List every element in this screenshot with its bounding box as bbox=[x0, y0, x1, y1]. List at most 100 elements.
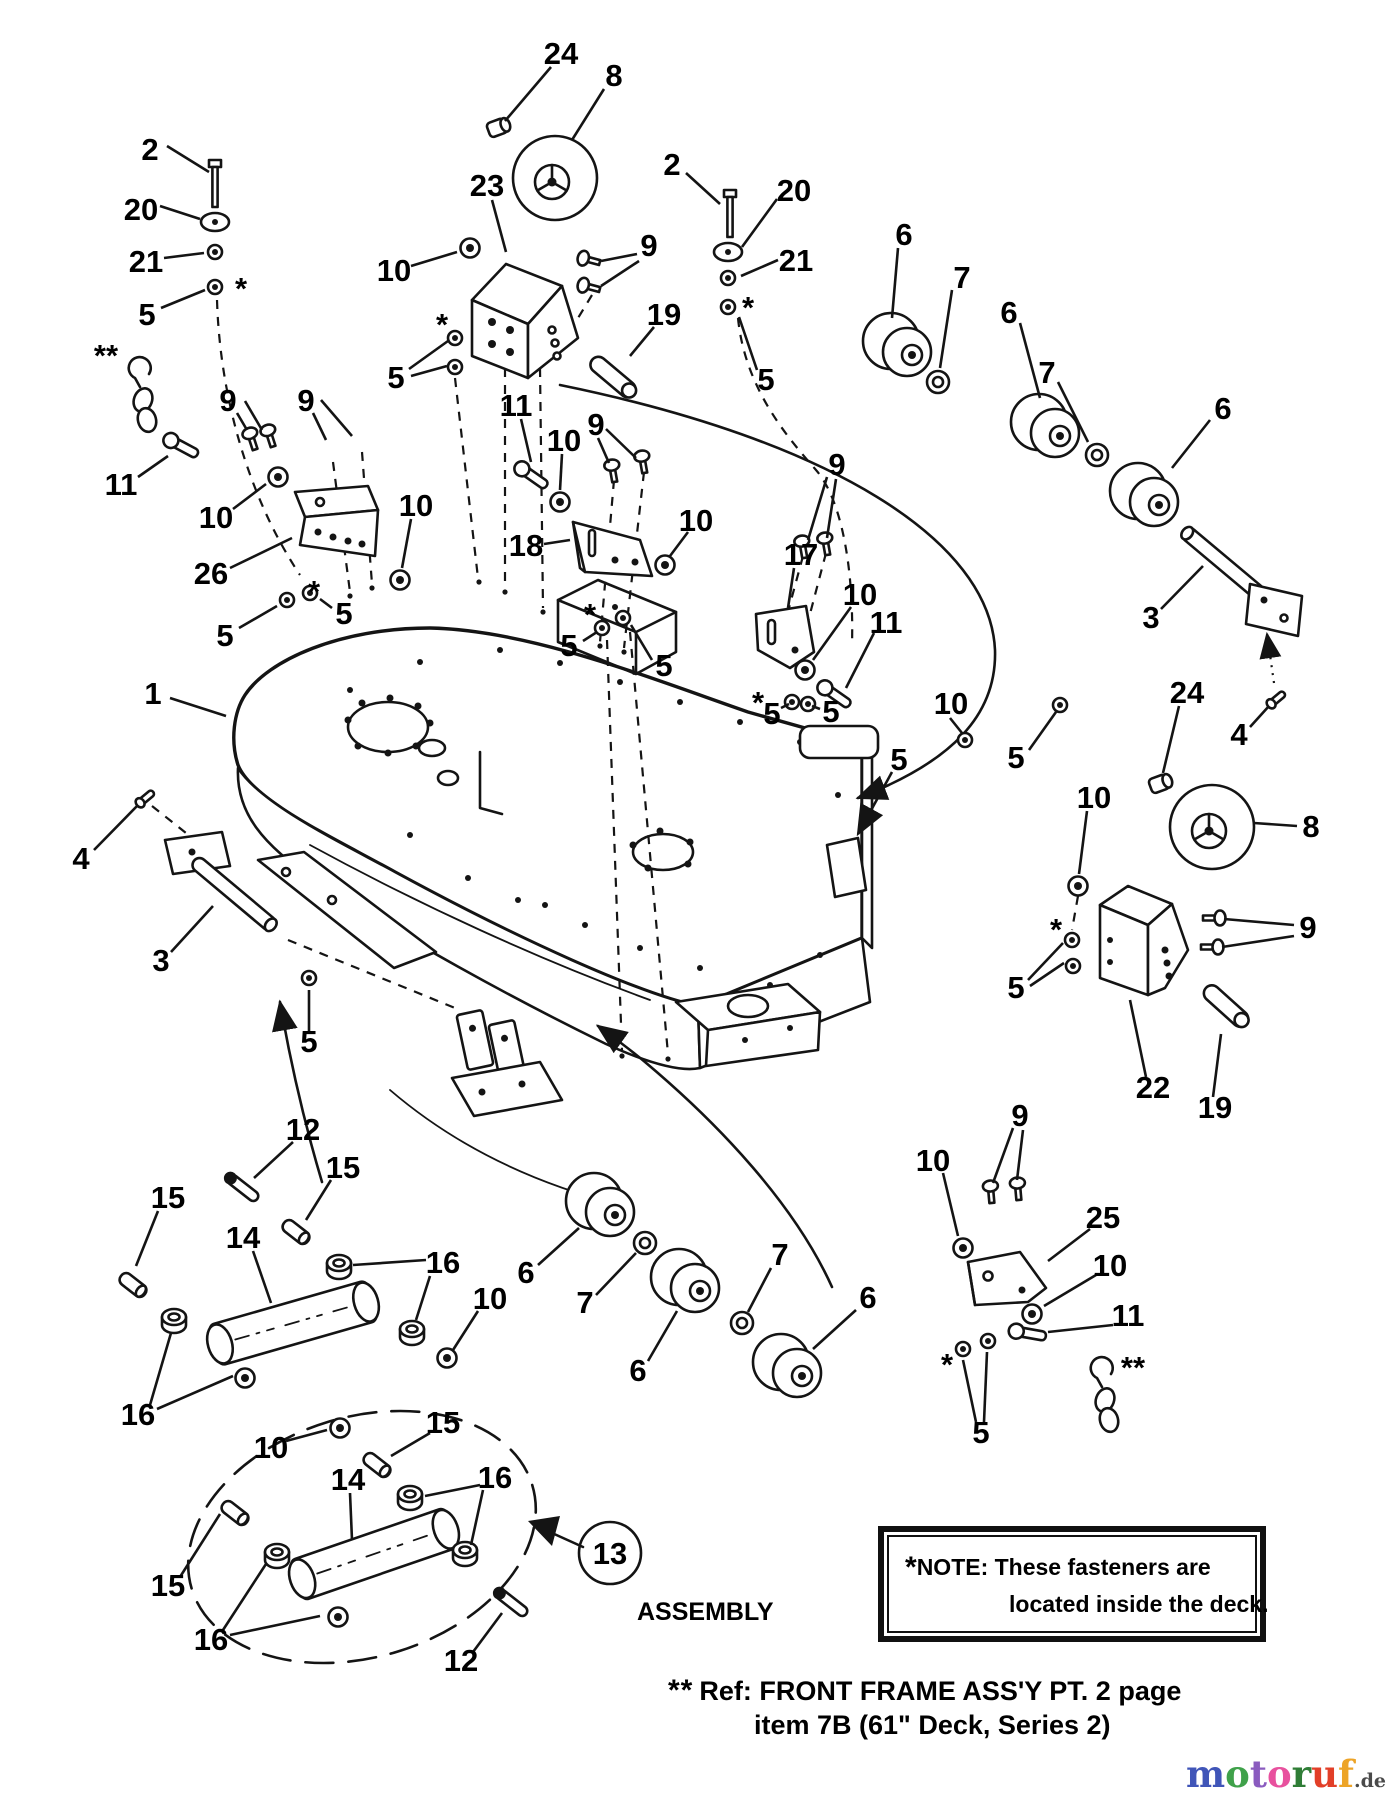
bushing bbox=[263, 1542, 291, 1570]
motoruf-logo[interactable]: motoruf.de bbox=[1186, 1752, 1386, 1796]
callout-leader bbox=[235, 412, 249, 431]
flange-nut bbox=[389, 569, 411, 591]
callout-leader bbox=[596, 437, 611, 464]
part-callout-5: 5 bbox=[1007, 740, 1024, 775]
deck-shell bbox=[232, 578, 880, 1206]
callout-leader bbox=[156, 1374, 234, 1411]
bolt4-insert-arrow bbox=[1259, 631, 1282, 684]
hanger-rod-left bbox=[163, 830, 278, 933]
nut bbox=[300, 969, 318, 987]
nut bbox=[954, 1340, 972, 1358]
deck-oval-hole bbox=[436, 769, 460, 787]
callout-leader bbox=[410, 250, 458, 268]
callout-leader bbox=[304, 1179, 333, 1221]
washer bbox=[632, 1230, 658, 1256]
assembly-detail-boundary bbox=[186, 1409, 538, 1665]
part-callout-10: 10 bbox=[199, 500, 233, 535]
part-callout-6: 6 bbox=[895, 217, 912, 252]
clevis-pin bbox=[585, 352, 641, 403]
spindle-opening-left bbox=[344, 694, 434, 757]
part-callout-15: 15 bbox=[426, 1405, 460, 1440]
flange-nut bbox=[459, 237, 481, 259]
part-callout-5: 5 bbox=[300, 1024, 317, 1059]
deck-inner-lip bbox=[309, 844, 651, 1001]
carriage-screw bbox=[815, 530, 837, 558]
bushing bbox=[398, 1319, 426, 1347]
logo-letter: f bbox=[1338, 1752, 1354, 1796]
part-callout-*: * bbox=[584, 597, 597, 632]
flange-nut bbox=[234, 1367, 256, 1389]
part-callout-21: 21 bbox=[779, 243, 813, 278]
part-callout-10: 10 bbox=[916, 1143, 950, 1178]
part-callout-19: 19 bbox=[1198, 1090, 1232, 1125]
part-callout-24: 24 bbox=[544, 36, 579, 71]
assembly-location-arrow bbox=[272, 999, 324, 1184]
callout-leader bbox=[170, 905, 214, 953]
callout-leader bbox=[410, 364, 448, 378]
assembly-label: ASSEMBLY bbox=[637, 1598, 774, 1626]
callout-leader bbox=[629, 624, 654, 661]
logo-letter: t bbox=[1249, 1752, 1267, 1796]
part-callout-5: 5 bbox=[763, 696, 780, 731]
callout-leader bbox=[348, 1492, 354, 1541]
part-callout-5: 5 bbox=[560, 628, 577, 663]
callout-leader bbox=[311, 412, 328, 441]
flange-nut bbox=[654, 554, 676, 576]
roller-location-arrow bbox=[595, 1024, 834, 1289]
motoruf-logo-letters: motoruf bbox=[1186, 1752, 1354, 1796]
part-callout-22: 22 bbox=[1136, 1070, 1170, 1105]
part-callout-1: 1 bbox=[144, 676, 161, 711]
flange-nut bbox=[327, 1606, 349, 1628]
assembly-number: 13 bbox=[593, 1536, 627, 1571]
part-callout-*: * bbox=[235, 271, 248, 306]
part-callout-11: 11 bbox=[105, 467, 138, 502]
motoruf-logo-suffix: .de bbox=[1353, 1770, 1386, 1792]
bushing bbox=[1146, 770, 1176, 796]
part-callout-5: 5 bbox=[822, 694, 839, 729]
hanger-bracket-26 bbox=[293, 484, 380, 558]
callout-leader bbox=[1027, 942, 1064, 981]
bolt bbox=[510, 457, 553, 494]
callout-leader bbox=[251, 1250, 273, 1304]
part-callout-9: 9 bbox=[297, 383, 314, 418]
part-callout-7: 7 bbox=[953, 260, 970, 295]
logo-letter: o bbox=[1266, 1752, 1292, 1796]
part-callout-16: 16 bbox=[194, 1622, 228, 1657]
part-callout-20: 20 bbox=[124, 192, 158, 227]
callout-leader bbox=[948, 717, 964, 734]
callout-leader bbox=[469, 1489, 485, 1546]
part-callout-19: 19 bbox=[647, 297, 681, 332]
part-callout-10: 10 bbox=[473, 1281, 507, 1316]
note-box-inner: *NOTE: These fasteners are located insid… bbox=[887, 1535, 1268, 1633]
callout-leader bbox=[786, 567, 796, 609]
callout-leader bbox=[519, 418, 533, 463]
callout-leader bbox=[938, 289, 954, 369]
washer bbox=[1084, 442, 1110, 468]
spacer bbox=[278, 1216, 314, 1248]
callout-leader bbox=[137, 454, 169, 479]
callout-leader bbox=[232, 482, 267, 511]
part-callout-9: 9 bbox=[1299, 910, 1316, 945]
callout-leader bbox=[169, 696, 227, 718]
callout-leader bbox=[159, 204, 201, 221]
flange-nut bbox=[794, 659, 816, 681]
part-callout-5: 5 bbox=[138, 297, 155, 332]
carriage-screw bbox=[574, 275, 603, 299]
nut bbox=[956, 731, 974, 749]
callout-leader bbox=[1027, 711, 1058, 751]
callout-leader bbox=[285, 1428, 328, 1443]
callout-leader bbox=[148, 1332, 173, 1406]
part-callout-17: 17 bbox=[784, 537, 818, 572]
bushing bbox=[451, 1540, 479, 1568]
logo-letter: o bbox=[1225, 1752, 1250, 1796]
nut bbox=[1063, 931, 1081, 949]
callout-leader bbox=[221, 1563, 268, 1631]
part-callout-*: * bbox=[1050, 912, 1063, 947]
callout-leader bbox=[685, 172, 721, 205]
deck-channel-bracket bbox=[556, 578, 678, 676]
part-callout-**: ** bbox=[94, 338, 119, 373]
callout-leader bbox=[504, 66, 552, 122]
chain-hook bbox=[1089, 1355, 1123, 1436]
callout-leader bbox=[243, 400, 264, 431]
